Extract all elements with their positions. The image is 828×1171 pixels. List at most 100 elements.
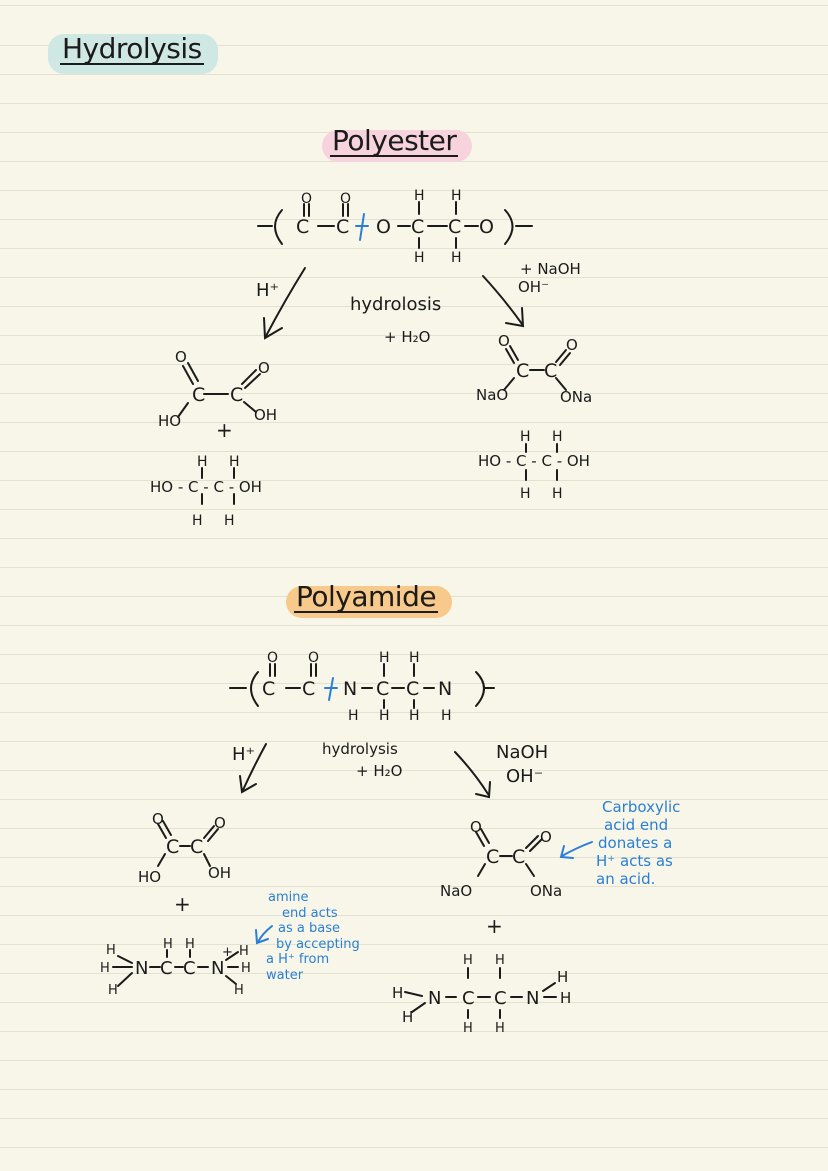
polyester-diol-right: HO - C - C - OH [478,452,590,470]
polyester-plus: + [216,418,233,442]
amine-annotation: amine end acts as a base by accepting a … [264,890,374,984]
polyamide-base-product-ona: ONa [530,882,563,900]
svg-text:H: H [409,708,420,724]
svg-text:N: N [343,678,357,700]
svg-text:C: C [462,988,475,1009]
svg-text:C: C [296,216,309,238]
svg-text:C: C [486,846,499,868]
svg-text:C: C [376,678,389,700]
polyester-base-product-ona: ONa [560,388,593,406]
svg-text:O: O [340,191,351,207]
polyamide-base-condition: NaOH [496,742,549,763]
polyamide-base-product-nao: NaO [440,882,473,900]
svg-text:H: H [106,943,116,958]
svg-text:C: C [516,360,529,382]
svg-text:H: H [379,650,390,666]
svg-text:N: N [438,678,452,700]
svg-text:H: H [451,250,462,266]
polyester-process-label: hydrolosis [350,294,442,315]
svg-text:C: C [448,216,461,238]
svg-text:H: H [495,953,505,968]
svg-text:H: H [108,983,118,998]
polyamide-base-plus: + [486,914,503,938]
amine-annotation-line: a H⁺ from [266,952,330,968]
svg-text:O: O [301,191,312,207]
polyester-acid-product-oh: OH [254,406,278,424]
acid-annotation-line: an acid. [596,870,656,888]
svg-text:O: O [267,650,278,666]
svg-text:H: H [557,968,568,986]
polyester-base-ion: OH⁻ [518,278,550,296]
svg-text:H: H [241,961,251,976]
svg-text:H: H [495,1021,505,1036]
title-highlight [48,34,218,74]
svg-text:O: O [540,828,552,846]
svg-text:O: O [566,336,578,354]
svg-text:C: C [160,958,173,979]
svg-text:H: H [392,984,403,1002]
polyester-diol-left: HO - C - C - OH [150,478,262,496]
svg-text:H: H [224,513,235,529]
svg-text:O: O [479,216,494,238]
svg-text:C: C [192,384,205,406]
polyamide-water-label: + H₂O [356,762,403,780]
svg-text:O: O [308,650,319,666]
svg-text:H: H [409,650,420,666]
acid-annotation-line: donates a [598,834,673,852]
svg-text:C: C [183,958,196,979]
svg-text:C: C [411,216,424,238]
svg-text:H: H [402,1008,413,1026]
svg-text:N: N [135,958,148,979]
svg-text:C: C [544,360,557,382]
svg-text:O: O [175,348,187,366]
polyamide-process-label: hydrolysis [322,740,398,758]
amine-annotation-line: as a base [278,921,340,937]
svg-text:H: H [463,1021,473,1036]
svg-text:H: H [192,513,203,529]
svg-text:H: H [463,953,473,968]
svg-text:H: H [414,188,425,204]
svg-text:H: H [229,454,240,470]
svg-text:H: H [560,989,571,1007]
svg-text:H: H [348,708,359,724]
svg-text:H: H [239,944,249,959]
acid-annotation-line: acid end [604,816,669,834]
svg-text:C: C [406,678,419,700]
acid-annotation-line: H⁺ acts as [596,852,673,870]
acid-annotation-line: Carboxylic [602,798,681,816]
svg-text:H: H [234,983,244,998]
polyamide-base-ion: OH⁻ [506,766,544,787]
svg-text:H: H [100,961,110,976]
svg-text:N: N [526,988,539,1009]
amine-annotation-line: amine [268,890,309,905]
svg-text:H: H [185,937,195,952]
svg-text:N: N [211,958,224,979]
svg-text:O: O [258,359,270,377]
svg-text:O: O [498,332,510,350]
svg-text:C: C [230,384,243,406]
svg-text:C: C [336,216,349,238]
polyester-heading: Polyester [330,124,459,158]
svg-text:O: O [214,814,226,832]
svg-text:H: H [163,937,173,952]
svg-text:O: O [152,810,164,828]
amine-annotation-line: water [266,967,304,983]
page-title: Hydrolysis [60,32,204,66]
polyamide-acid-condition: H⁺ [232,744,256,765]
svg-text:C: C [262,678,275,700]
polyamide-acid-product-ho: HO [138,868,162,886]
svg-text:H: H [552,486,563,502]
svg-text:H: H [520,486,531,502]
polyester-base-product-nao: NaO [476,386,509,404]
polyamide-acid-product-oh: OH [208,864,232,882]
svg-text:H: H [520,429,531,445]
svg-text:N: N [428,988,441,1009]
polyester-base-condition: + NaOH [520,260,581,278]
svg-text:H: H [441,708,452,724]
polyester-acid-condition: H⁺ [256,280,280,301]
svg-text:C: C [302,678,315,700]
svg-text:O: O [376,216,391,238]
amine-annotation-line: end acts [282,905,338,921]
